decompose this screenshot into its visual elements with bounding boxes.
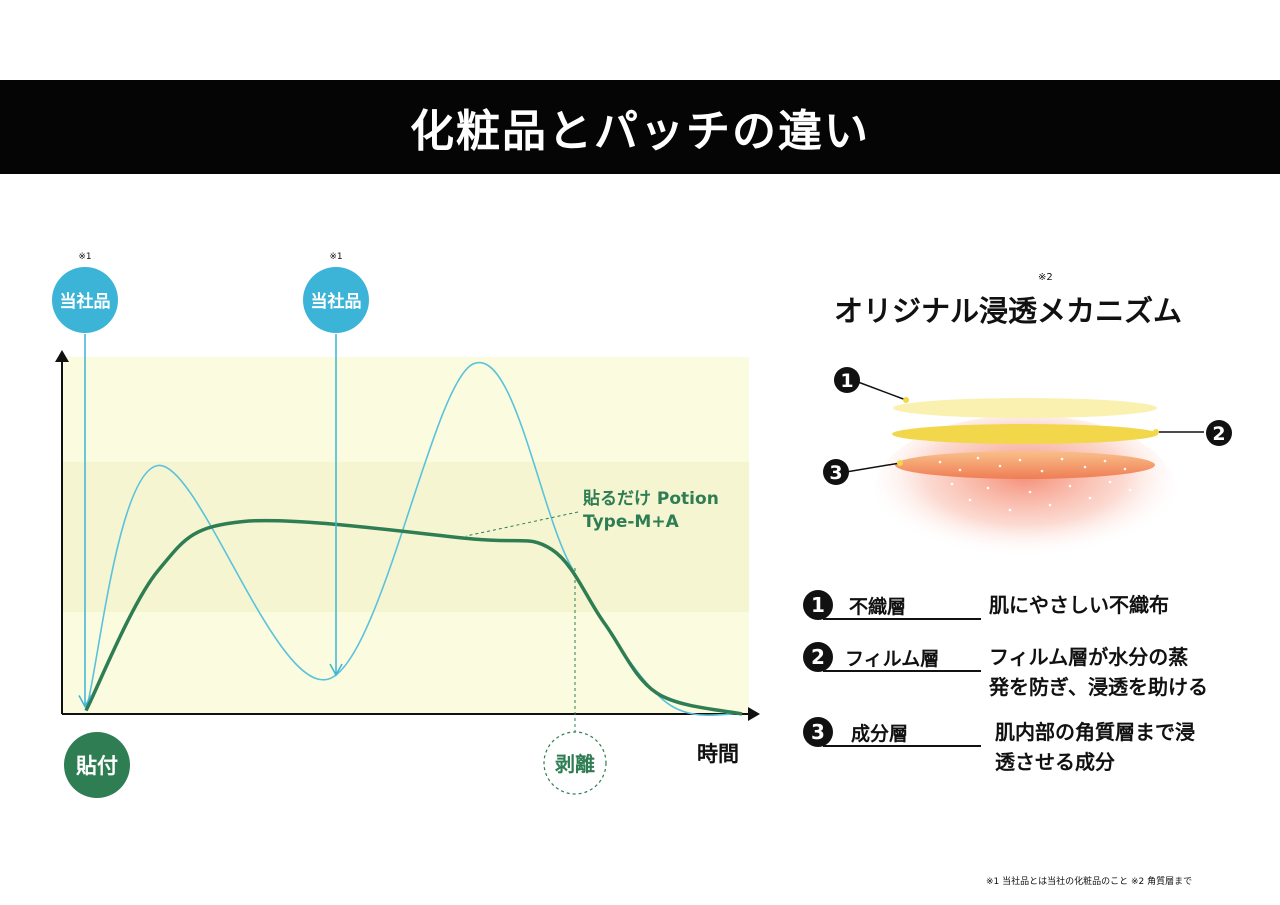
legend-underline-2 bbox=[823, 670, 981, 672]
layer-2-badge bbox=[1206, 420, 1232, 446]
mechanism-title-note: ※2 bbox=[1038, 272, 1053, 283]
layer-2-disc bbox=[892, 424, 1158, 444]
glow-area bbox=[875, 415, 1175, 565]
pointer-line-1 bbox=[857, 381, 907, 401]
mechanism-title-text: オリジナル浸透メカニズム bbox=[834, 294, 1183, 328]
y-axis-arrow bbox=[55, 350, 69, 362]
sparkle-dot bbox=[968, 498, 972, 502]
chart-band-inner bbox=[62, 462, 749, 612]
legend-num-2: 2 bbox=[803, 642, 833, 672]
legend-name-1: 不織層 bbox=[849, 596, 907, 618]
layer-2-badge-num: 2 bbox=[1212, 423, 1225, 445]
sparkle-dot bbox=[950, 482, 954, 486]
legend-num-3: 3 bbox=[803, 717, 833, 747]
legend-desc-3: 肌内部の角質層まで浸 透させる成分 bbox=[995, 717, 1195, 777]
sparkle-dot bbox=[1040, 469, 1044, 473]
layer-diagram: 1 2 3 bbox=[823, 367, 1232, 565]
title-bar: 化粧品とパッチの違い bbox=[0, 80, 1280, 174]
sparkle-dot bbox=[986, 486, 990, 490]
series-label-leader bbox=[465, 511, 579, 537]
sparkle-dot bbox=[938, 460, 942, 464]
legend-desc-2-line-2: 発を防ぎ、浸透を助ける bbox=[989, 675, 1208, 699]
company-product-arrowhead-2 bbox=[329, 663, 343, 677]
company-product-marker-2 bbox=[303, 267, 369, 333]
sparkle-dot bbox=[1103, 459, 1107, 463]
apply-marker bbox=[64, 732, 130, 798]
layer-1-disc bbox=[893, 398, 1157, 418]
legend-desc-3-line-1: 肌内部の角質層まで浸 bbox=[995, 720, 1195, 744]
legend-underline-3 bbox=[823, 745, 981, 747]
legend-desc-3-line-2: 透させる成分 bbox=[995, 750, 1115, 774]
sparkle-dot bbox=[958, 468, 962, 472]
legend-num-1: 1 bbox=[803, 590, 833, 620]
x-axis-arrow bbox=[748, 707, 760, 721]
legend-name-3: 成分層 bbox=[851, 723, 909, 745]
x-axis-label: 時間 bbox=[697, 742, 739, 766]
pointer-dot-3 bbox=[897, 460, 903, 466]
legend-name-2: フィルム層 bbox=[845, 648, 940, 670]
series-patch-line bbox=[84, 518, 743, 716]
sparkle-dot bbox=[1048, 503, 1052, 507]
company-product-marker-1 bbox=[52, 267, 118, 333]
pointer-dot-1 bbox=[903, 397, 909, 403]
sparkle-dot bbox=[1028, 490, 1032, 494]
pointer-dot-2 bbox=[1153, 429, 1159, 435]
company-product-label-2: 当社品 bbox=[311, 291, 362, 312]
layer-3-disc bbox=[895, 451, 1155, 479]
sparkle-dot bbox=[1060, 457, 1064, 461]
legend-desc-1: 肌にやさしい不織布 bbox=[989, 590, 1169, 620]
layer-3-badge-num: 3 bbox=[829, 462, 842, 484]
peel-marker bbox=[543, 731, 607, 795]
sparkle-dots bbox=[938, 456, 1132, 512]
sparkle-dot bbox=[1088, 496, 1092, 500]
page-title: 化粧品とパッチの違い bbox=[410, 106, 870, 157]
layer-3-badge bbox=[823, 459, 849, 485]
legend-desc-2: フィルム層が水分の蒸 発を防ぎ、浸透を助ける bbox=[989, 642, 1208, 702]
layer-1-badge bbox=[834, 367, 860, 393]
sparkle-dot bbox=[998, 464, 1002, 468]
footnote: ※1 当社品とは当社の化粧品のこと ※2 角質層まで bbox=[986, 877, 1193, 887]
pointer-line-3 bbox=[845, 462, 901, 473]
layer-1-badge-num: 1 bbox=[840, 370, 853, 392]
sparkle-dot bbox=[1128, 488, 1132, 492]
apply-label: 貼付 bbox=[76, 754, 118, 778]
sparkle-dot bbox=[976, 456, 980, 460]
series-label-line-2: Type-M+A bbox=[583, 512, 680, 532]
sparkle-dot bbox=[1108, 480, 1112, 484]
company-product-arrowhead-1 bbox=[78, 695, 92, 709]
mechanism-title: オリジナル浸透メカニズム ※2 bbox=[834, 272, 1183, 330]
company-product-note-1: ※1 bbox=[78, 252, 91, 262]
series-label-line-1: 貼るだけ Potion bbox=[582, 488, 719, 509]
legend-desc-1-line-1: 肌にやさしい不織布 bbox=[989, 593, 1169, 617]
peel-label: 剥離 bbox=[555, 752, 595, 776]
sparkle-dot bbox=[1123, 467, 1127, 471]
legend-underline-1 bbox=[823, 618, 981, 620]
company-product-label-1: 当社品 bbox=[60, 291, 111, 312]
sparkle-dot bbox=[1083, 465, 1087, 469]
sparkle-dot bbox=[1068, 484, 1072, 488]
sparkle-dot bbox=[1008, 508, 1012, 512]
company-product-note-2: ※1 bbox=[329, 252, 342, 262]
legend-desc-2-line-1: フィルム層が水分の蒸 bbox=[989, 645, 1189, 669]
sparkle-dot bbox=[1018, 458, 1022, 462]
